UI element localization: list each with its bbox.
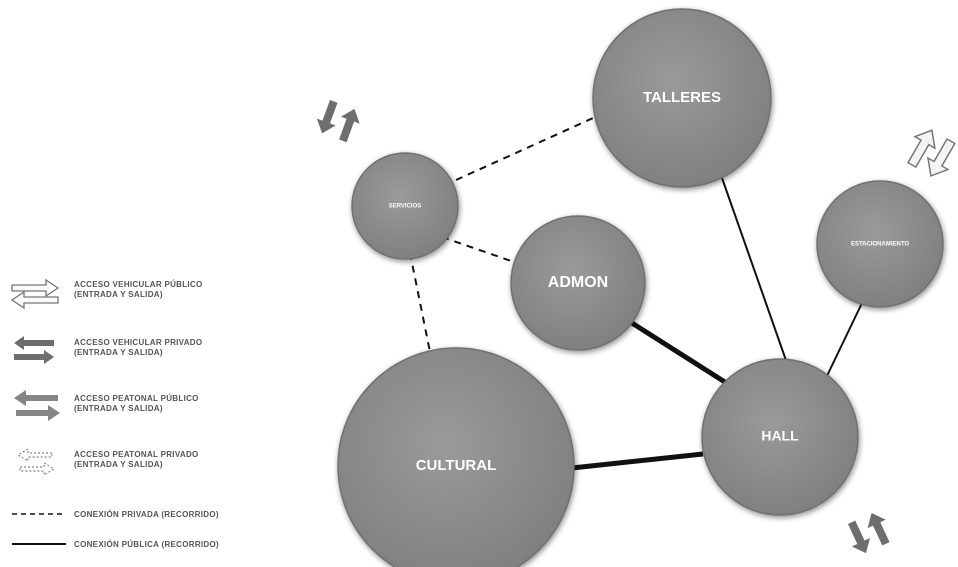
arrow-up-icon [867, 513, 890, 546]
node-talleres: TALLERES [592, 8, 772, 188]
legend-text: ACCESO PEATONAL PRIVADO (ENTRADA Y SALID… [74, 450, 199, 470]
dotted-double-arrow-icon [16, 447, 56, 477]
node-admon: ADMON [510, 215, 646, 351]
legend-line: ACCESO VEHICULAR PÚBLICO [74, 280, 203, 289]
dark-double-arrow-icon [14, 336, 54, 364]
legend-line: (ENTRADA Y SALIDA) [74, 460, 163, 469]
legend-item-public-pedestrian: ACCESO PEATONAL PÚBLICO (ENTRADA Y SALID… [8, 390, 308, 424]
node-hall: HALL [701, 358, 859, 516]
legend-text: ACCESO VEHICULAR PÚBLICO (ENTRADA Y SALI… [74, 280, 203, 300]
solid-line-icon [12, 543, 66, 545]
node-label-admon: ADMON [548, 274, 608, 291]
arrow-up-icon [339, 108, 360, 143]
arrow-down-icon [316, 100, 338, 134]
connection-talleres-hall [721, 177, 789, 367]
gray-double-arrow-icon [14, 390, 60, 421]
legend-line: (ENTRADA Y SALIDA) [74, 348, 163, 357]
node-estacionamiento: ESTACIONAMIENTO [816, 180, 944, 308]
legend-line: CONEXIÓN PÚBLICA (RECORRIDO) [74, 540, 219, 549]
node-label-hall: HALL [761, 428, 799, 444]
legend-item-public-connection: CONEXIÓN PÚBLICA (RECORRIDO) [8, 528, 308, 562]
connection-servicios-admon [441, 236, 515, 263]
connection-admon-hall [630, 320, 730, 387]
node-cultural: CULTURAL [337, 347, 575, 567]
connection-estacionamiento-hall [825, 302, 863, 379]
node-servicios: SERVICIOS [351, 152, 459, 260]
legend-item-private-pedestrian: ACCESO PEATONAL PRIVADO (ENTRADA Y SALID… [8, 446, 308, 480]
legend-line: (ENTRADA Y SALIDA) [74, 404, 163, 413]
public-vehicular-access-arrows-estacionamiento [906, 129, 956, 177]
connection-cultural-hall [571, 451, 704, 471]
legend-item-private-connection: CONEXIÓN PRIVADA (RECORRIDO) [8, 498, 308, 532]
private-vehicular-access-arrows-servicios [316, 100, 360, 143]
legend-text: ACCESO PEATONAL PÚBLICO (ENTRADA Y SALID… [74, 394, 199, 414]
legend-line: ACCESO PEATONAL PRIVADO [74, 450, 199, 459]
connections [409, 113, 863, 471]
legend-line: (ENTRADA Y SALIDA) [74, 290, 163, 299]
connection-servicios-talleres [455, 113, 603, 181]
legend-text: CONEXIÓN PÚBLICA (RECORRIDO) [74, 540, 219, 550]
node-label-estacionamiento: ESTACIONAMIENTO [851, 242, 909, 248]
node-label-talleres: TALLERES [643, 89, 721, 106]
legend-item-public-vehicular: ACCESO VEHICULAR PÚBLICO (ENTRADA Y SALI… [8, 276, 308, 310]
legend-line: CONEXIÓN PRIVADA (RECORRIDO) [74, 510, 219, 519]
private-vehicular-access-arrows-hall [848, 513, 890, 554]
arrow-up-outline-icon [906, 129, 936, 169]
node-label-servicios: SERVICIOS [389, 204, 422, 210]
legend-text: ACCESO VEHICULAR PRIVADO (ENTRADA Y SALI… [74, 338, 202, 358]
connection-servicios-cultural [409, 252, 431, 353]
legend-item-private-vehicular: ACCESO VEHICULAR PRIVADO (ENTRADA Y SALI… [8, 334, 308, 368]
arrow-down-icon [848, 520, 870, 554]
node-label-cultural: CULTURAL [416, 457, 497, 474]
arrow-down-outline-icon [926, 137, 956, 177]
legend-text: CONEXIÓN PRIVADA (RECORRIDO) [74, 510, 219, 520]
outline-double-arrow-icon [10, 278, 60, 310]
dashed-line-icon [12, 513, 66, 515]
legend-line: ACCESO PEATONAL PÚBLICO [74, 394, 199, 403]
legend-line: ACCESO VEHICULAR PRIVADO [74, 338, 203, 347]
